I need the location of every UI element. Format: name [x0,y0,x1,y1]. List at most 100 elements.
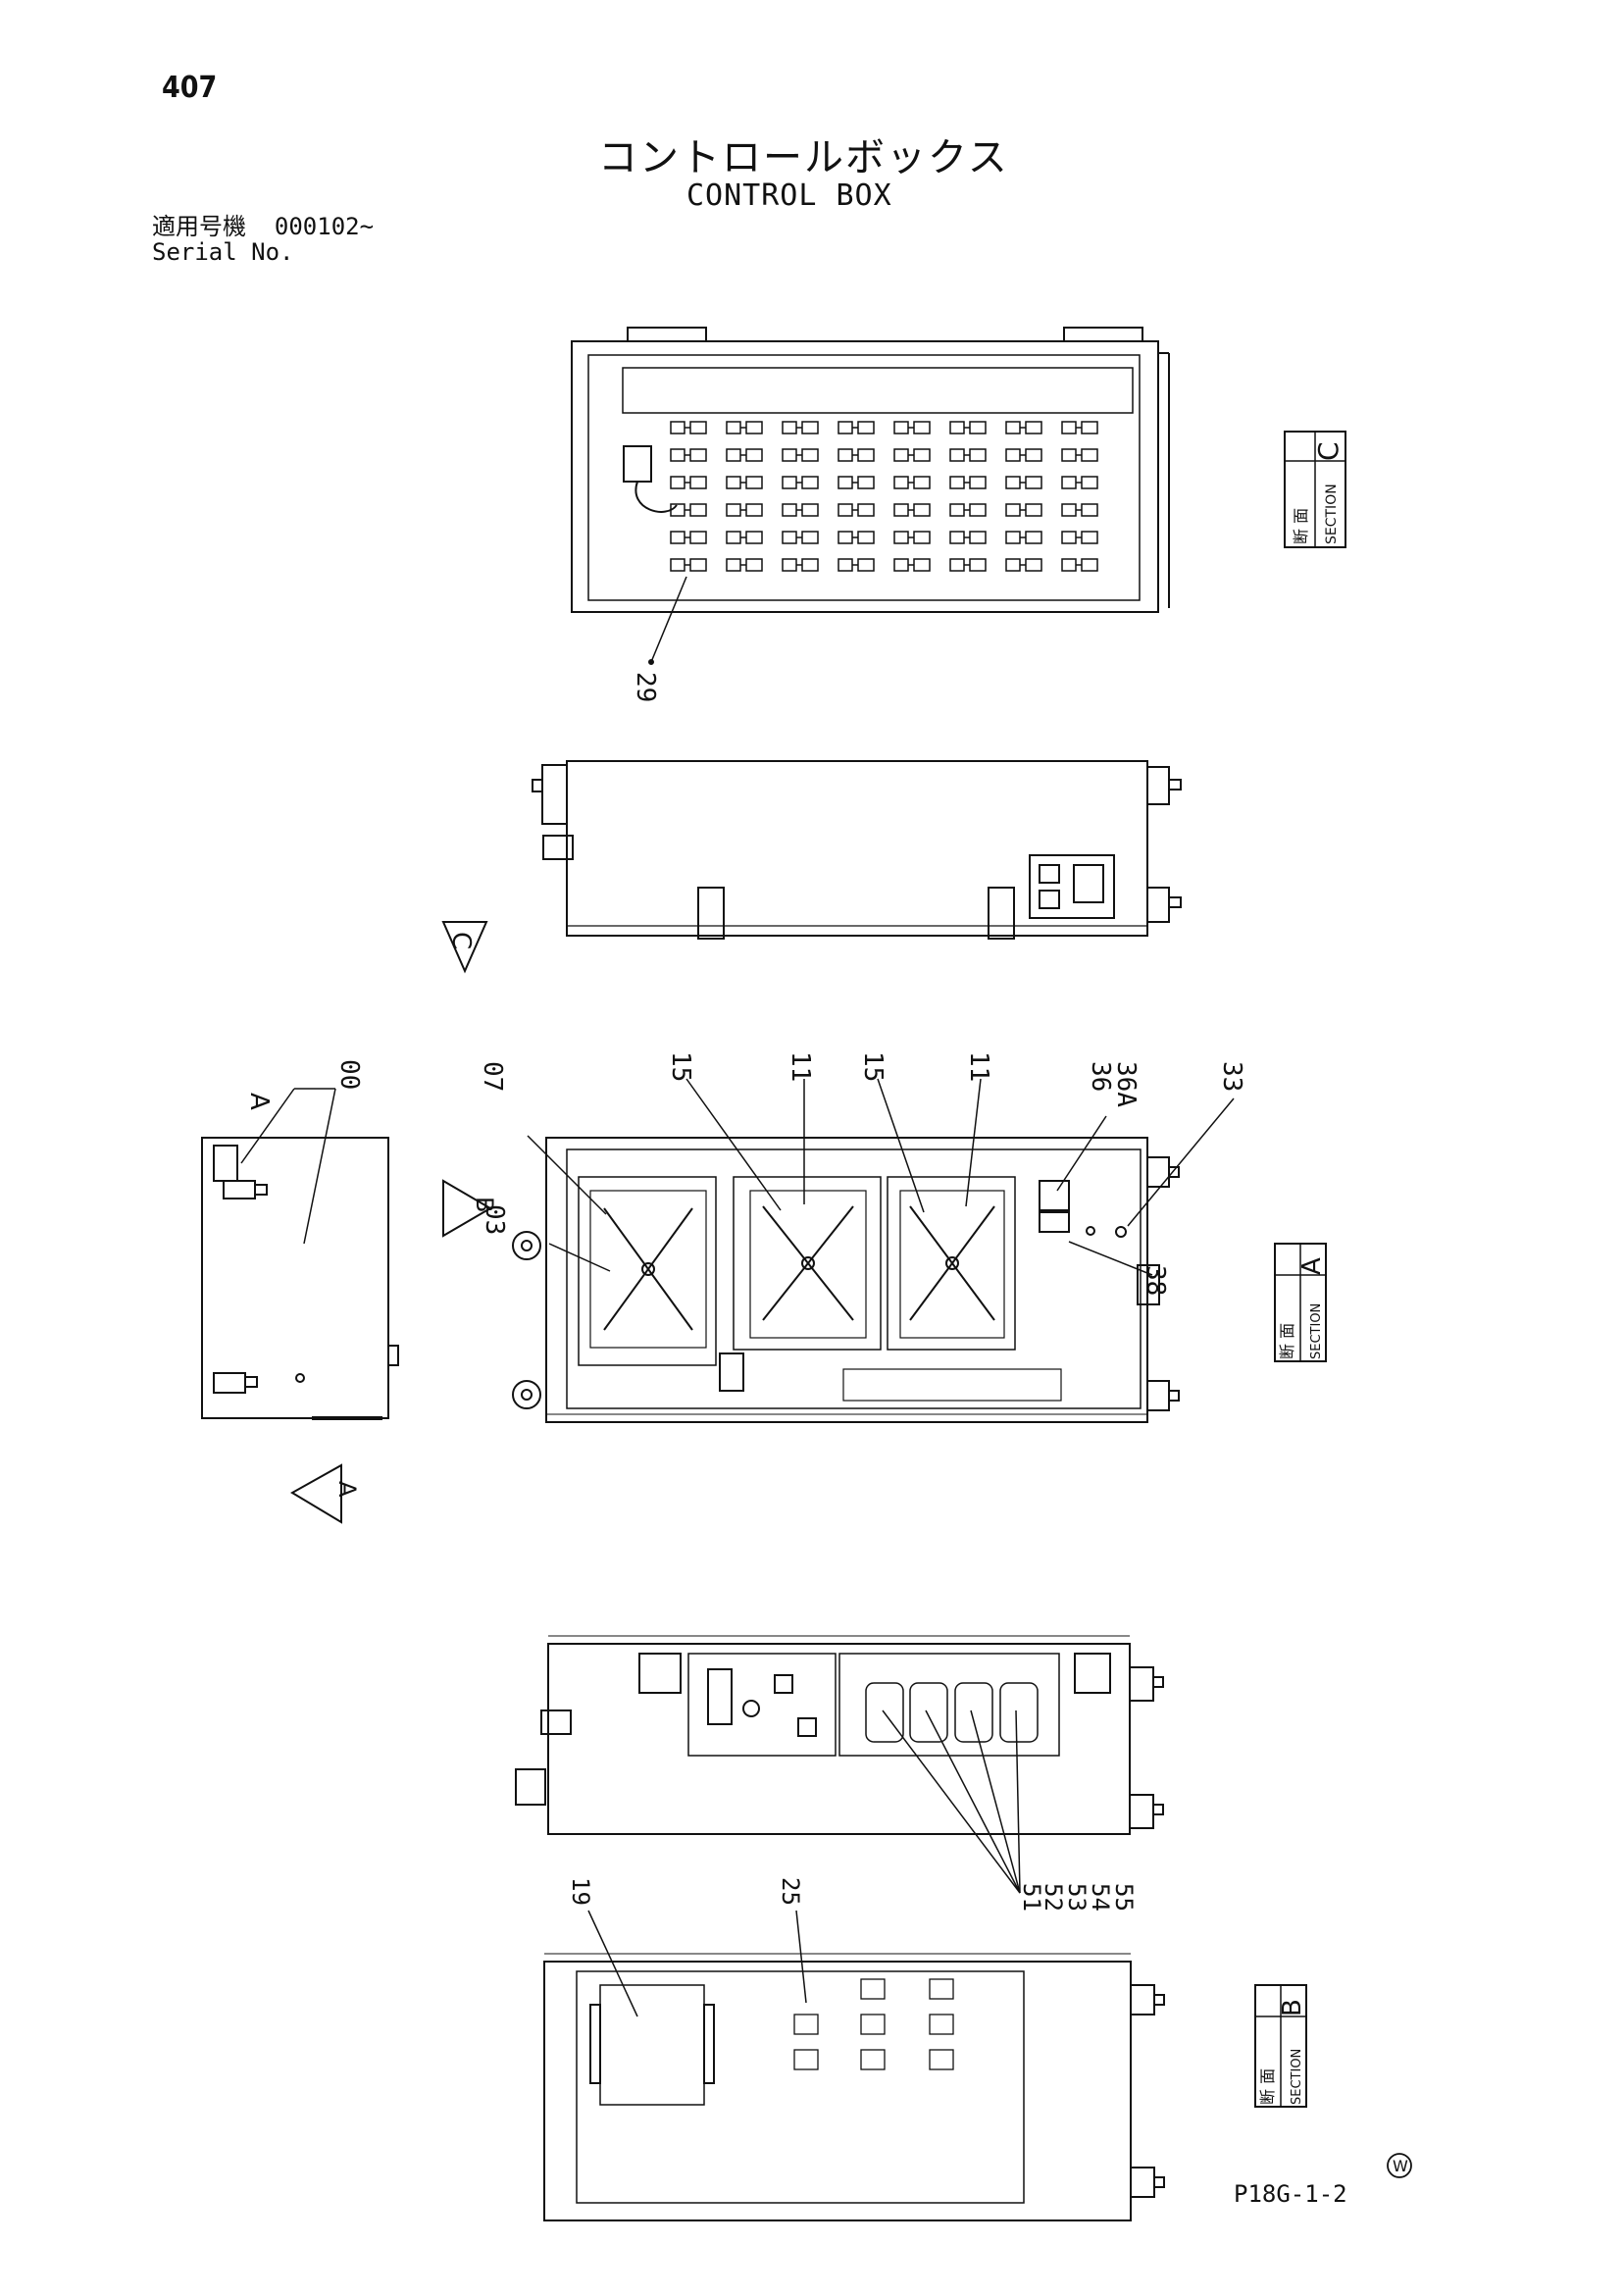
connector [1081,476,1098,489]
callout-51: 51 [1018,1883,1045,1912]
connector [949,558,965,572]
connector [1061,503,1077,517]
connector [1081,421,1098,434]
connector [1061,531,1077,544]
connector [745,476,763,489]
connector [670,476,685,489]
connector [893,448,909,462]
section-c-jp: 断 面 [1292,508,1310,544]
left-end-view [201,1088,399,1420]
connector [893,476,909,489]
connector [969,448,987,462]
callout-11b: 11 [964,1051,993,1082]
connector [689,476,707,489]
section-a-jp: 断 面 [1278,1323,1296,1359]
connector [913,531,931,544]
callout-54: 54 [1087,1883,1114,1912]
connector [782,448,797,462]
serial-value: 000102~ [274,213,375,240]
connector [689,531,707,544]
connector [1081,558,1098,572]
section-a-en: SECTION [1309,1303,1324,1359]
connector [1025,503,1042,517]
connector [782,421,797,434]
connector [913,448,931,462]
connector [782,476,797,489]
view-arrow-c [441,921,488,974]
connector [1081,531,1098,544]
connector [1025,531,1042,544]
connector [949,448,965,462]
connector [801,503,819,517]
callout-03: 03 [480,1204,509,1235]
bottom-elevation-view [515,1635,1164,1894]
callout-15b: 15 [858,1051,888,1082]
view-arrow-a-label: A [333,1481,361,1498]
section-c-view [571,327,1170,665]
side-view [532,760,1182,940]
connector [801,448,819,462]
serial-label-en: Serial No. [152,238,294,266]
connector [782,558,797,572]
connector [857,531,875,544]
connector [913,503,931,517]
connector [857,503,875,517]
view-arrow-c-label: C [446,932,476,949]
connector [893,503,909,517]
connector [689,558,707,572]
connector [670,421,685,434]
connector [1081,448,1098,462]
connector [1005,558,1021,572]
connector [837,476,853,489]
connector [670,448,685,462]
serial-label-jp: 適用号機 [152,213,246,240]
connector [1061,421,1077,434]
connector [745,503,763,517]
drawing-code: P18G-1-2 [1234,2180,1347,2208]
connector [1061,558,1077,572]
connector [913,476,931,489]
circled-w-symbol [1387,2153,1412,2178]
callout-11a: 11 [786,1051,815,1082]
section-b-jp: 断 面 [1258,2068,1277,2105]
connector [1061,476,1077,489]
connector [801,476,819,489]
connector [893,421,909,434]
section-b-letter: B [1278,1999,1307,2016]
connector [1025,421,1042,434]
callout-19: 19 [567,1877,594,1906]
connector [670,531,685,544]
connector [1025,476,1042,489]
connector-grid [670,421,1098,572]
callout-15a: 15 [666,1051,695,1082]
connector [801,531,819,544]
callout-52: 52 [1040,1883,1067,1912]
serial-block: 適用号機 000102~ Serial No. [152,214,374,265]
connector [969,503,987,517]
section-a-letter: A [1297,1257,1327,1275]
connector [726,476,741,489]
connector [857,558,875,572]
connector [837,448,853,462]
connector [969,531,987,544]
connector [1061,448,1077,462]
section-b-view [543,1910,1165,2221]
section-c-en: SECTION [1324,484,1340,544]
section-a-view [512,1078,1235,1423]
connector [837,503,853,517]
connector [801,558,819,572]
connector [689,503,707,517]
section-b-en: SECTION [1290,2049,1304,2105]
connector [837,531,853,544]
connector [782,531,797,544]
connector [726,558,741,572]
connector [1081,503,1098,517]
connector [1025,448,1042,462]
callout-38: 38 [1141,1265,1170,1296]
connector [1005,531,1021,544]
connector [913,558,931,572]
connector [670,558,685,572]
connector [745,421,763,434]
connector [893,558,909,572]
